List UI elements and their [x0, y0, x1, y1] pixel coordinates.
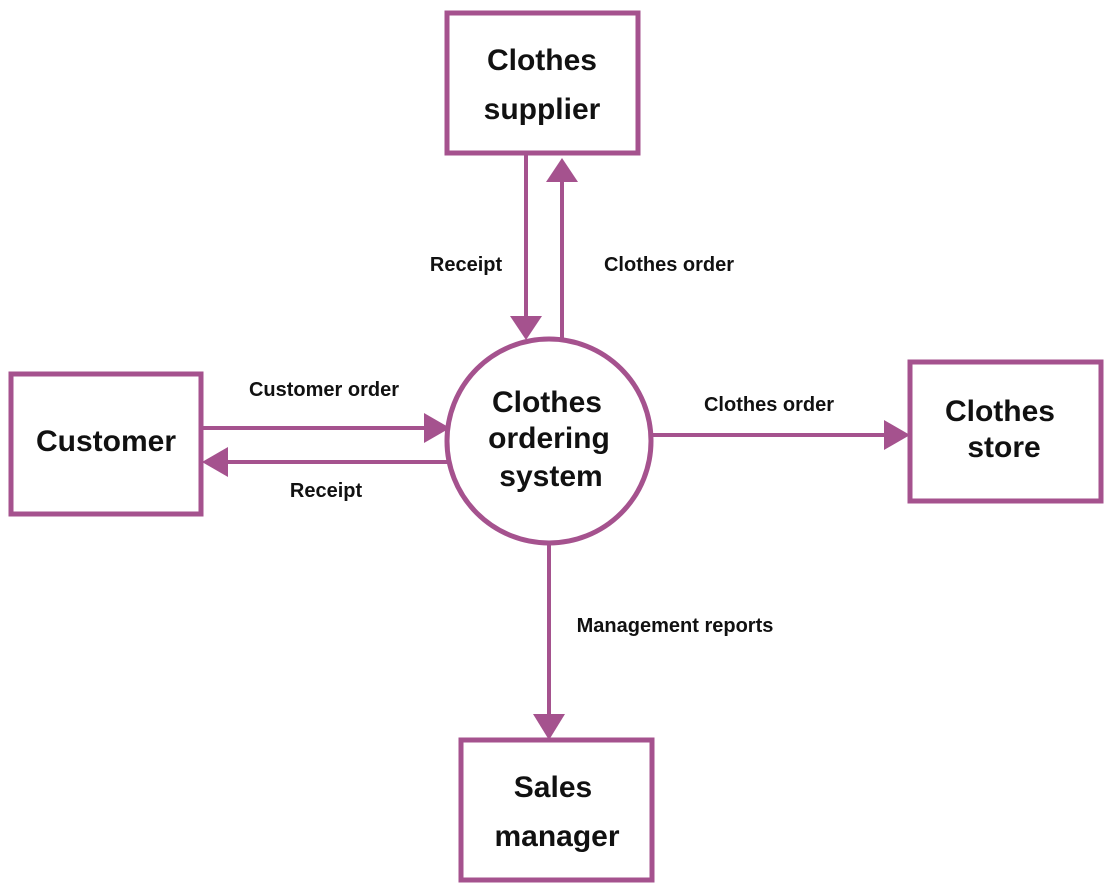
flow-customer-receipt: [202, 447, 450, 477]
flow-management-reports: [533, 544, 565, 740]
flow-customer-order-label: Customer order: [249, 379, 399, 401]
flow-supplier-receipt-arrowhead: [510, 316, 542, 340]
process-label-line2: ordering: [488, 422, 610, 455]
flow-supplier-clothes-order-arrowhead: [546, 158, 578, 182]
flow-supplier-receipt: [510, 153, 542, 340]
flow-customer-receipt-arrowhead: [202, 447, 228, 477]
entity-clothes-supplier-label-line1: Clothes: [487, 44, 597, 77]
entity-clothes-supplier: Clothes supplier: [444, 10, 641, 156]
entity-clothes-supplier-label-line2: supplier: [484, 93, 601, 126]
entity-sales-manager-label-line1: Sales: [514, 771, 592, 804]
flow-customer-receipt-label: Receipt: [290, 480, 363, 502]
entity-clothes-store-label-line2: store: [967, 431, 1040, 464]
entity-sales-manager-label-line2: manager: [494, 820, 619, 853]
flow-store-clothes-order-label: Clothes order: [704, 394, 834, 416]
entity-clothes-store: Clothes store: [907, 359, 1104, 504]
flow-supplier-clothes-order-label: Clothes order: [604, 254, 734, 276]
flow-management-reports-arrowhead: [533, 714, 565, 740]
entity-customer-label: Customer: [36, 425, 176, 458]
process-label-line1: Clothes: [492, 386, 602, 419]
flow-supplier-receipt-label: Receipt: [430, 254, 503, 276]
process-label-line3: system: [499, 460, 602, 493]
process-clothes-ordering-system: Clothes ordering system: [444, 336, 654, 546]
entity-customer: Customer: [8, 371, 204, 517]
entity-sales-manager: Sales manager: [458, 737, 655, 883]
flow-store-clothes-order: [652, 420, 910, 450]
flow-store-clothes-order-arrowhead: [884, 420, 910, 450]
flow-customer-order-arrowhead: [424, 413, 450, 443]
flow-supplier-clothes-order: [546, 158, 578, 340]
flow-management-reports-label: Management reports: [577, 615, 774, 637]
flow-customer-order: [201, 413, 450, 443]
entity-clothes-store-label-line1: Clothes: [945, 395, 1055, 428]
